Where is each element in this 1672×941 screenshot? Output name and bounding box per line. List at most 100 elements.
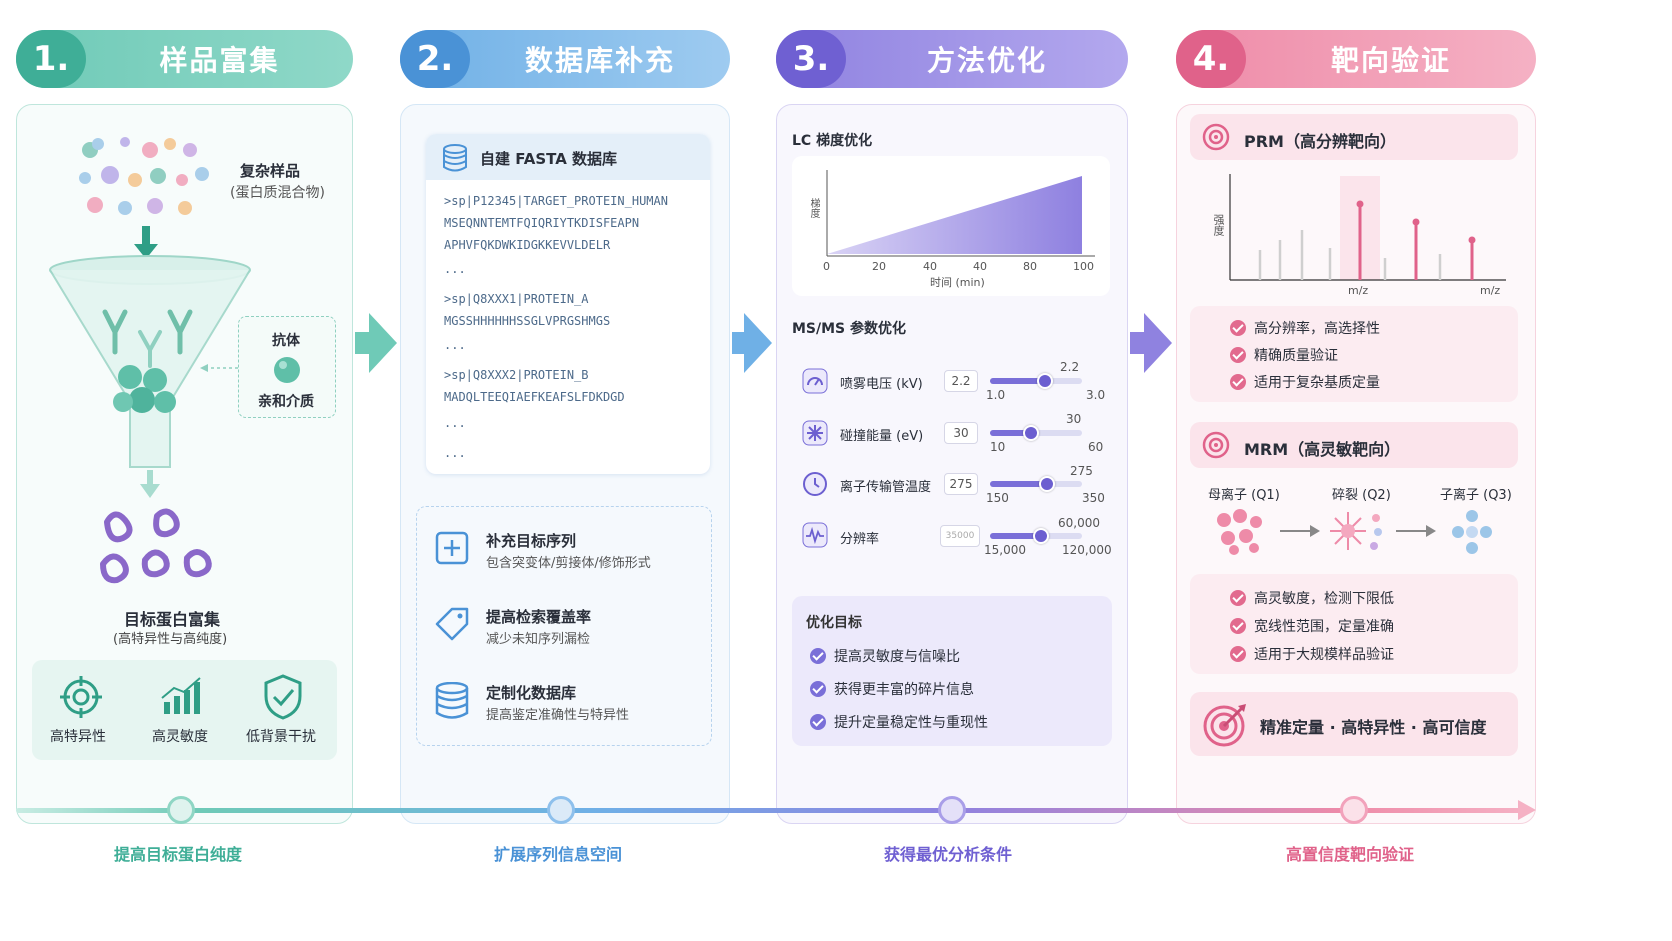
param-value-input[interactable]: 275 [944, 473, 978, 495]
slider-top-value: 2.2 [1060, 360, 1080, 374]
fasta-line: MADQLTEEQIAEFKEAFSLFDKDGD [444, 390, 625, 404]
check-icon [1230, 374, 1246, 390]
check-icon [1230, 320, 1246, 336]
down-arrow-icon [134, 226, 158, 259]
step-number: 1. [16, 30, 86, 88]
step-number: 4. [1176, 30, 1246, 88]
bullseye-icon [1203, 704, 1246, 747]
clock-icon [803, 472, 827, 496]
timeline-label: 高置信度靶向验证 [1286, 845, 1415, 864]
benefit-desc: 包含突变体/剪接体/修饰形式 [486, 556, 651, 571]
ms-title: MS/MS 参数优化 [792, 321, 907, 337]
benefits-box [416, 506, 712, 746]
slider-top-value: 275 [1070, 464, 1093, 478]
fasta-card [426, 134, 710, 474]
parameter-slider[interactable] [990, 476, 1082, 492]
mrm-stage-label: 碎裂 (Q2) [1332, 488, 1391, 503]
param-value-input[interactable]: 30 [944, 422, 978, 444]
benefit-title: 提高检索覆盖率 [486, 608, 592, 626]
optimization-goals-card [792, 596, 1112, 746]
lc-tick: 40 [923, 260, 937, 273]
parameter-slider[interactable] [990, 373, 1082, 389]
slider-handle[interactable] [1037, 373, 1054, 389]
affinity-label: 亲和介质 [258, 394, 314, 410]
target-icon [60, 676, 102, 718]
check-icon [1230, 618, 1246, 634]
target-icon [1202, 431, 1230, 459]
fasta-line: APHVFQKDWKIDGKKEVVLDELR [444, 238, 611, 252]
check-icon [810, 648, 826, 664]
result-subtitle: (高特异性与高纯度) [113, 632, 228, 647]
slider-min: 1.0 [986, 388, 1006, 402]
parameter-slider[interactable] [990, 528, 1082, 544]
benefit-title: 定制化数据库 [486, 684, 577, 702]
step-4-banner: 4. 靶向验证 [1176, 30, 1536, 88]
step-1-banner: 1. 样品富集 [16, 30, 353, 88]
mrm-point: 宽线性范围，定量准确 [1230, 616, 1394, 636]
arrow-right-icon [1280, 525, 1320, 537]
fasta-line: ... [444, 416, 466, 430]
prm-point: 精确质量验证 [1230, 345, 1338, 365]
add-square-icon [435, 531, 469, 565]
fasta-line: ... [444, 446, 466, 460]
sample-title: 复杂样品 [240, 162, 301, 180]
benefit-desc: 减少未知序列漏检 [486, 632, 591, 647]
down-arrow-icon [140, 470, 160, 498]
flow-arrow-icon [744, 313, 772, 373]
mrm-point: 高灵敏度，检测下限低 [1230, 588, 1394, 608]
step-number: 2. [400, 30, 470, 88]
slider-fill [990, 430, 1032, 436]
bar-chart-icon [161, 677, 201, 714]
bead-icon [274, 357, 300, 383]
slider-max: 350 [1082, 491, 1105, 505]
prm-x-label: m/z [1348, 284, 1369, 297]
param-value-input[interactable]: 35000 [940, 525, 980, 547]
lc-tick: 0 [823, 260, 830, 273]
prm-y-label: 强度 [1212, 214, 1225, 236]
arrow-stem [732, 332, 746, 354]
step-title: 样品富集 [159, 44, 280, 77]
slider-handle[interactable] [1023, 425, 1040, 441]
check-icon [1230, 590, 1246, 606]
fasta-line: ... [444, 262, 466, 276]
feature-label: 高灵敏度 [152, 729, 208, 745]
check-icon [810, 714, 826, 730]
parameter-slider[interactable] [990, 425, 1082, 441]
timeline-label: 获得最优分析条件 [884, 845, 1013, 864]
mrm-point: 适用于大规模样品验证 [1230, 644, 1394, 664]
param-value-input[interactable]: 2.2 [944, 370, 978, 392]
lc-gradient-chart [826, 170, 1095, 257]
summary-text: 精准定量 · 高特异性 · 高可信度 [1260, 718, 1487, 737]
fasta-line: >sp|Q8XXX1|PROTEIN_A [444, 292, 589, 306]
prm-spectrum-chart [1229, 174, 1506, 281]
antibody-label: 抗体 [272, 333, 300, 349]
mrm-stage-label: 母离子 (Q1) [1208, 488, 1280, 503]
timeline-node [547, 796, 575, 824]
database-icon [435, 682, 469, 719]
step-number: 3. [776, 30, 846, 88]
slider-handle[interactable] [1032, 528, 1049, 544]
lc-title: LC 梯度优化 [792, 133, 873, 149]
enriched-protein-icon [100, 508, 212, 584]
protein-mixture-icon [79, 137, 209, 215]
slider-min: 15,000 [984, 543, 1026, 557]
goal-item: 获得更丰富的碎片信息 [810, 679, 974, 699]
goal-item: 提升定量稳定性与重现性 [810, 712, 988, 732]
fasta-line: >sp|P12345|TARGET_PROTEIN_HUMAN [444, 194, 668, 208]
timeline-label: 提高目标蛋白纯度 [114, 845, 243, 864]
fragmentation-burst-icon [1330, 512, 1382, 550]
slider-fill [990, 481, 1048, 487]
prm-x-label: m/z [1480, 284, 1501, 297]
fasta-line: >sp|Q8XXX2|PROTEIN_B [444, 368, 589, 382]
slider-handle[interactable] [1039, 476, 1056, 492]
lc-tick: 80 [1023, 260, 1037, 273]
check-icon [1230, 347, 1246, 363]
target-icon [1202, 123, 1230, 151]
product-ion-icon [1452, 510, 1492, 554]
slider-min: 150 [986, 491, 1009, 505]
fasta-line: MGSSHHHHHHSSGLVPRGSHMGS [444, 314, 611, 328]
slider-max: 60 [1088, 440, 1104, 454]
prm-point: 高分辨率，高选择性 [1230, 318, 1380, 338]
feature-label: 低背景干扰 [246, 729, 316, 745]
slider-top-value: 60,000 [1058, 516, 1100, 530]
